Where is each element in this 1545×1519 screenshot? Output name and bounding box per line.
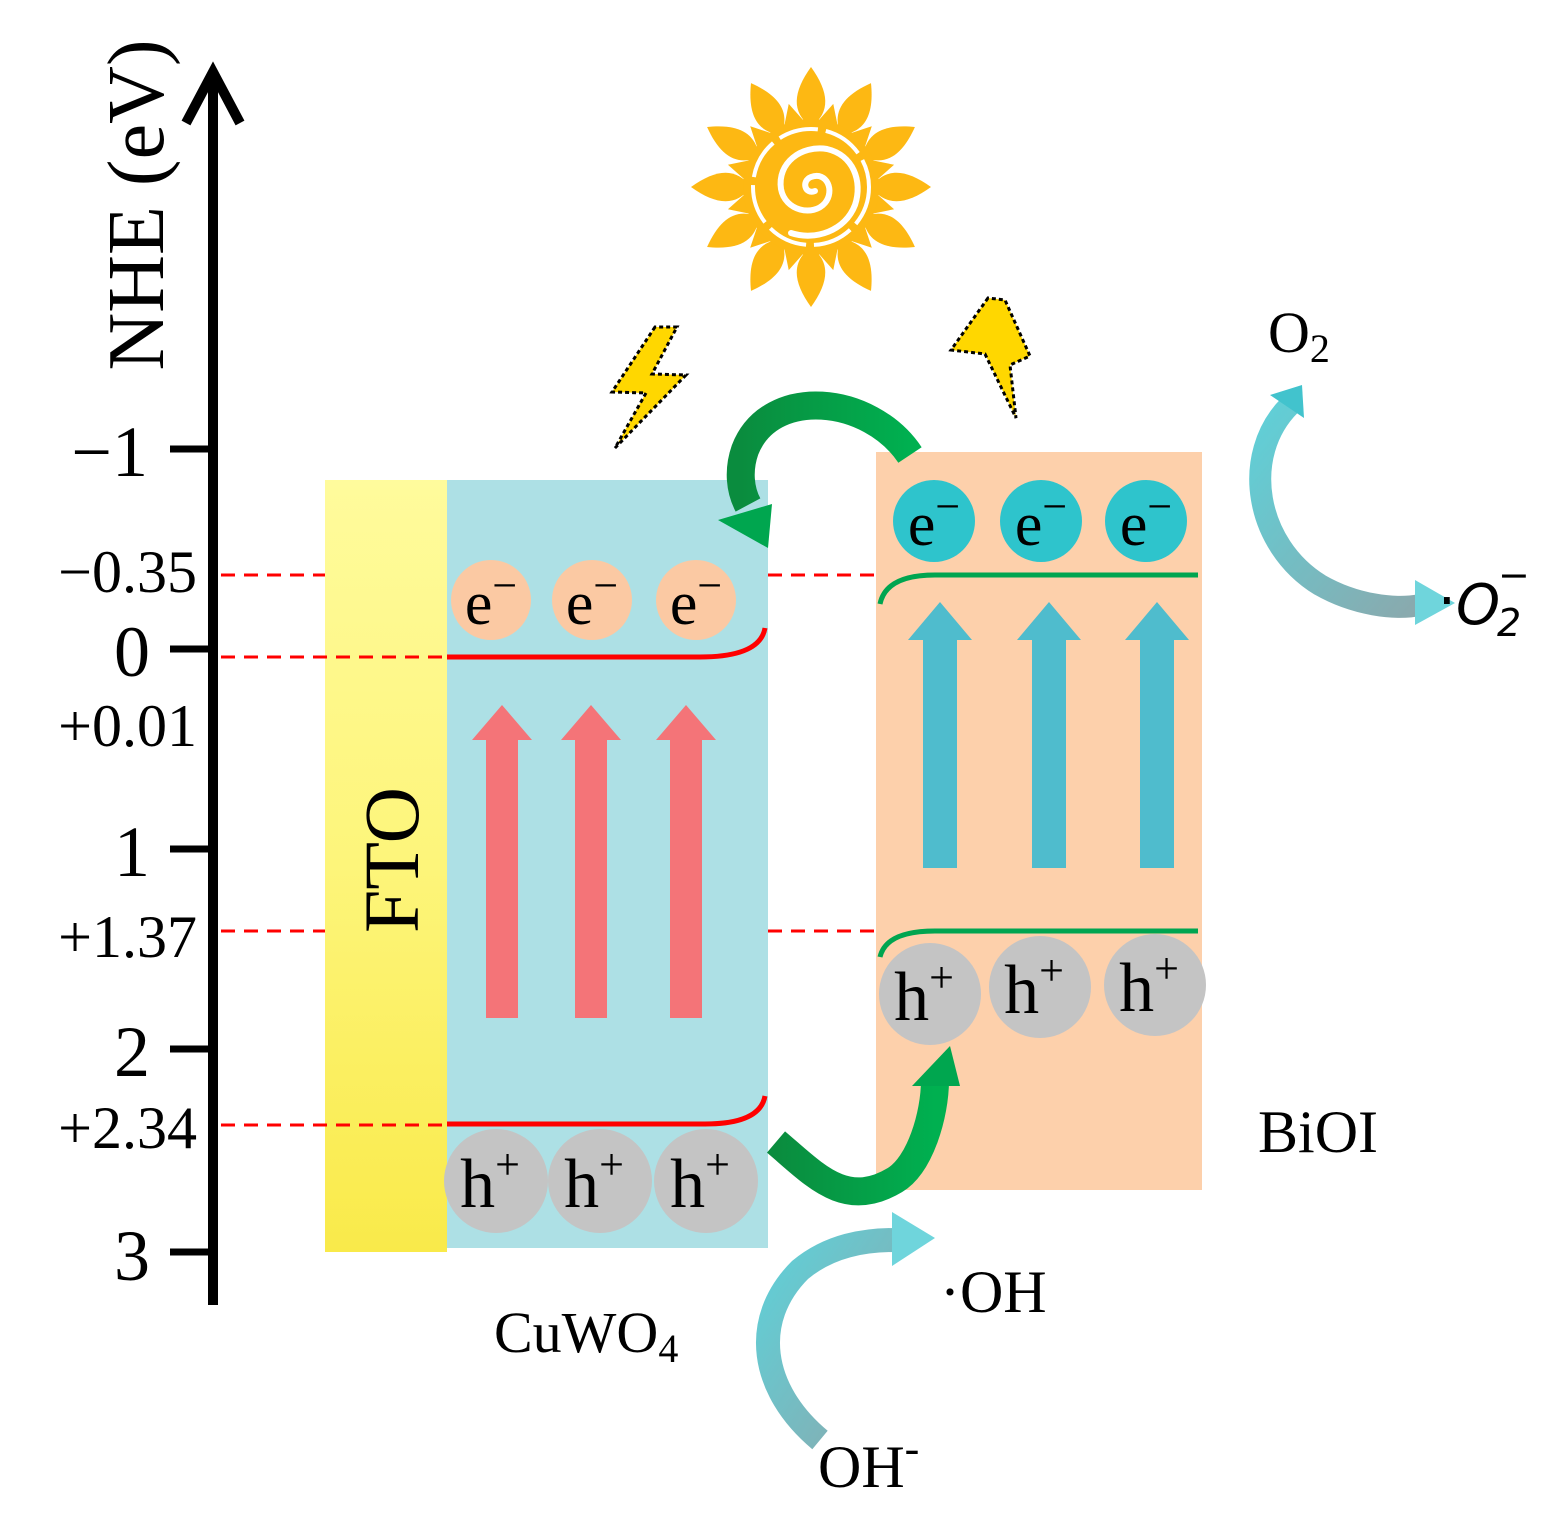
hole: h+ <box>654 1129 758 1233</box>
potential-label-vb-1: +1.37 <box>58 904 197 970</box>
tick-label-2: 2 <box>114 1012 150 1092</box>
excitation-arrow <box>1017 602 1081 868</box>
svg-text:−: − <box>1498 553 1530 597</box>
energy-axis: −1 0 1 2 3 NHE (eV) <box>71 40 245 1305</box>
cuwo4-holes: h+ h+ h+ <box>444 1129 758 1233</box>
lightning-icon <box>609 325 690 450</box>
excitation-arrow <box>908 602 972 868</box>
bioi-label: BiOI <box>1258 1099 1378 1165</box>
potential-label-cb-cuwo4: −0.35 <box>58 539 197 605</box>
tick-label-0: 0 <box>114 612 150 692</box>
svg-text:e−: e− <box>566 561 618 638</box>
svg-text:e−: e− <box>465 561 517 638</box>
electron: e− <box>1000 480 1082 562</box>
excitation-arrow <box>472 705 532 1018</box>
cuwo4-vb-edge <box>447 1095 768 1127</box>
axis-arrowhead <box>181 61 245 126</box>
electron: e− <box>656 560 736 640</box>
bioi-cb-edge <box>877 572 1198 605</box>
cuwo4-cb-edge <box>447 627 768 660</box>
excitation-arrow <box>1125 602 1189 868</box>
superoxide-arrow <box>1249 385 1455 625</box>
axis-label: NHE (eV) <box>93 40 181 371</box>
bioi-electrons: e− e− e− <box>893 480 1187 562</box>
excitation-arrows-bioi <box>908 602 1189 868</box>
dashed-lines <box>221 573 876 1127</box>
electron: e− <box>451 560 531 640</box>
svg-text:e−: e− <box>1015 482 1067 559</box>
excitation-arrow <box>656 705 716 1018</box>
hydroxyl-radical-label: ·OH <box>940 1259 1047 1325</box>
electron-transfer-arrow <box>718 391 922 548</box>
svg-text:2: 2 <box>1497 601 1521 645</box>
hole: h+ <box>548 1129 652 1233</box>
potential-label-cb-bioi: +0.01 <box>58 693 197 759</box>
hole: h+ <box>989 936 1091 1038</box>
superoxide-label: · O − 2 <box>1438 553 1530 645</box>
bioi-vb-edge <box>877 928 1198 958</box>
svg-text:h+: h+ <box>670 1140 730 1223</box>
svg-text:e−: e− <box>1120 482 1172 559</box>
tick-label-minus-1: −1 <box>71 412 148 492</box>
bioi-holes: h+ h+ h+ <box>879 934 1206 1045</box>
svg-text:h+: h+ <box>1004 946 1064 1029</box>
svg-text:h+: h+ <box>1119 944 1179 1027</box>
electron: e− <box>1105 480 1187 562</box>
hole: h+ <box>879 943 981 1045</box>
svg-text:h+: h+ <box>564 1140 624 1223</box>
tick-label-1: 1 <box>114 812 150 892</box>
sun-icon <box>691 67 931 307</box>
fto-label: FTO <box>348 787 435 933</box>
svg-text:·: · <box>1438 569 1456 634</box>
hole-transfer-arrow <box>766 1046 960 1206</box>
lightning-icon <box>948 296 1032 419</box>
hole: h+ <box>1104 934 1206 1036</box>
svg-text:h+: h+ <box>894 953 954 1036</box>
potential-labels: −0.35 +0.01 +1.37 +2.34 <box>58 539 197 1161</box>
electron: e− <box>893 480 975 562</box>
excitation-arrows-cuwo4 <box>472 705 716 1018</box>
svg-text:h+: h+ <box>460 1140 520 1223</box>
hydroxyl-arrow <box>756 1212 935 1450</box>
fto-block <box>325 480 447 1252</box>
svg-text:O: O <box>1456 573 1500 638</box>
tick-label-3: 3 <box>114 1216 150 1296</box>
o2-label: O2 <box>1268 300 1330 371</box>
electron: e− <box>552 560 632 640</box>
hole: h+ <box>444 1129 548 1233</box>
cuwo4-electrons: e− e− e− <box>451 560 736 640</box>
cuwo4-label: CuWO4 <box>494 1300 678 1371</box>
svg-text:e−: e− <box>908 482 960 559</box>
potential-label-vb-2: +2.34 <box>58 1095 197 1161</box>
hydroxide-label: OH- <box>818 1424 919 1500</box>
svg-text:e−: e− <box>670 561 722 638</box>
excitation-arrow <box>561 705 621 1018</box>
